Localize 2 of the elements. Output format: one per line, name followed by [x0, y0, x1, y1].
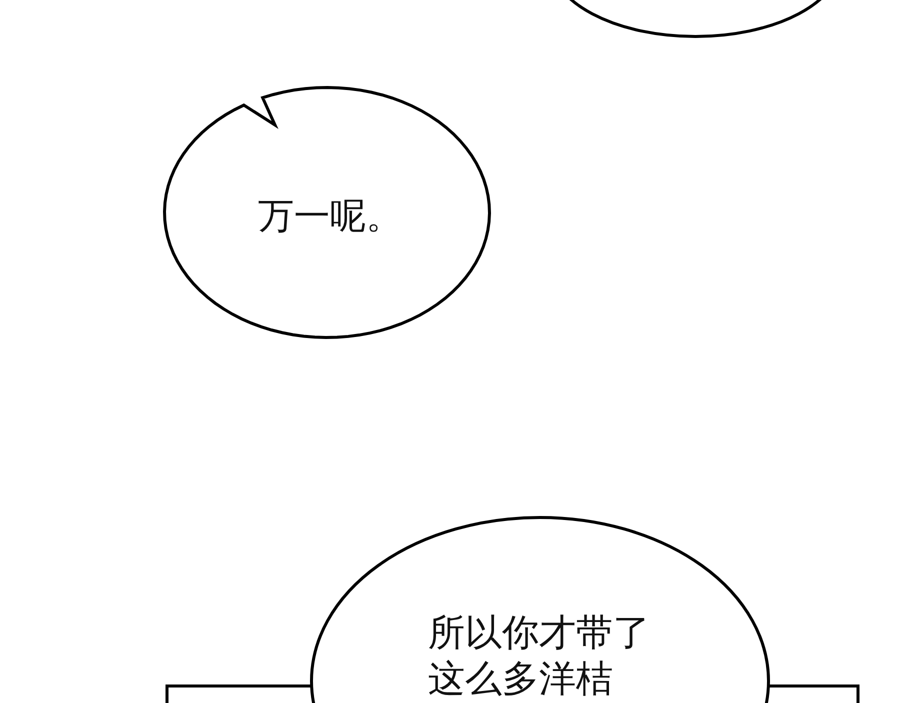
dialogue-text: 万一呢。 [258, 195, 403, 239]
dialogue-text: 所以你才带了这么多洋桔 [428, 610, 651, 702]
